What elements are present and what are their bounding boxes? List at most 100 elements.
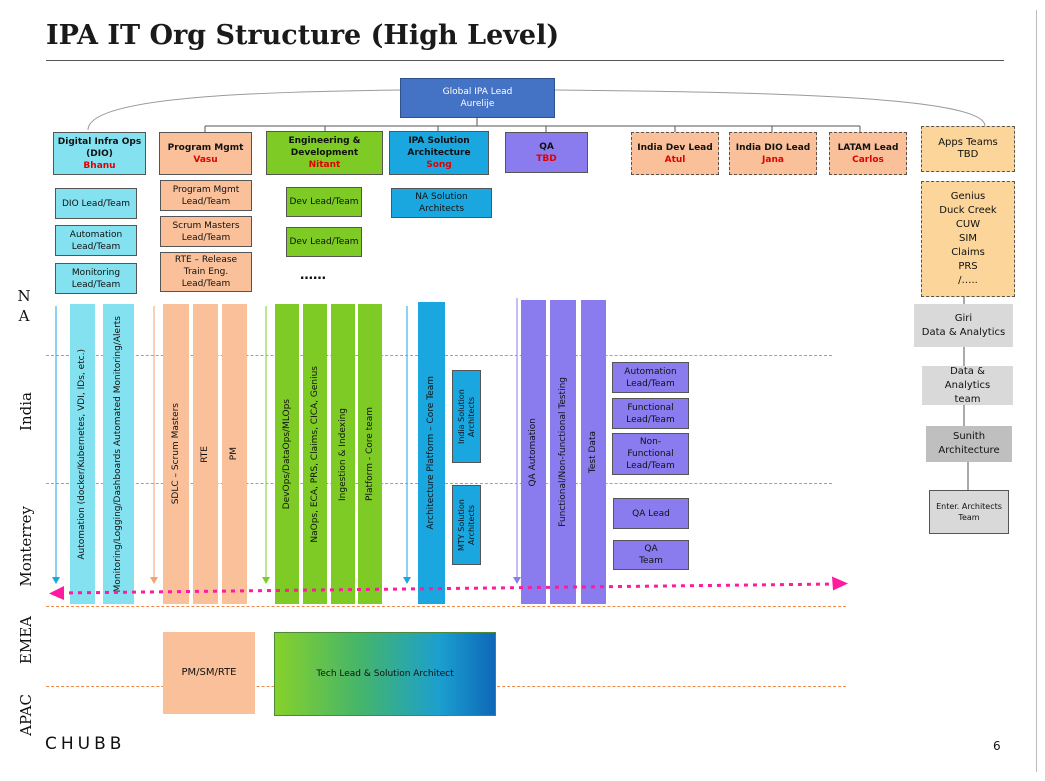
qa-team-box: QA Team <box>613 540 689 570</box>
eng-head-name: Nitant <box>308 160 341 170</box>
pm-sm-rte-box: PM/SM/RTE <box>163 632 255 714</box>
global-ipa-lead-box: Global IPA Lead Aurelije <box>400 78 555 118</box>
apps-item: Genius <box>950 191 986 202</box>
qa-head-label: QA <box>539 141 554 152</box>
region-divider-monterrey <box>46 606 846 607</box>
eng-head-box: Engineering & Development Nitant <box>266 131 383 175</box>
apps-item: PRS <box>958 261 978 272</box>
dev-lead-team-box-1: Dev Lead/Team <box>286 187 362 217</box>
col-dio-monitoring-label: Monitoring/Logging/Dashboards Automated … <box>113 315 123 593</box>
dio-head-name: Bhanu <box>83 160 116 171</box>
giri-name: Giri <box>954 312 973 324</box>
qa-head-name: TBD <box>536 153 557 164</box>
enter-architects-team-box: Enter. Architects Team <box>929 490 1009 534</box>
sol-head-name: Song <box>426 160 452 170</box>
india-dev-head-box: India Dev Lead Atul <box>631 132 719 175</box>
col-sol-architecture-label: Architecture Platform – Core Team <box>426 376 436 530</box>
apps-list-box: Genius Duck Creek CUW SIM Claims PRS /….… <box>921 181 1015 297</box>
na-solution-architects-box: NA Solution Architects <box>391 188 492 218</box>
sunith-architecture-box: Sunith Architecture <box>926 426 1012 462</box>
monitoring-lead-team-box: Monitoring Lead/Team <box>55 263 137 294</box>
col-dio-monitoring: Monitoring/Logging/Dashboards Automated … <box>103 304 134 604</box>
slide-edge <box>1036 10 1037 772</box>
title-rule <box>46 60 1004 61</box>
col-eng-ingestion: Ingestion & Indexing <box>331 304 355 604</box>
scrum-masters-lead-team-box: Scrum Masters Lead/Team <box>160 216 252 247</box>
india-solution-architects-box: India Solution Architects <box>452 370 481 463</box>
india-solution-architects-label: India Solution Architects <box>456 389 476 444</box>
india-dev-head-name: Atul <box>664 154 686 165</box>
program-mgmt-lead-team-box: Program Mgmt Lead/Team <box>160 180 252 211</box>
col-qa-testdata-label: Test Data <box>588 430 598 474</box>
qa-lead-box: QA Lead <box>613 498 689 529</box>
col-eng-platform: Platform - Core team <box>358 304 382 604</box>
col-pm-pm: PM <box>222 304 247 604</box>
rte-lead-team-box: RTE – Release Train Eng. Lead/Team <box>160 252 252 292</box>
col-eng-ingestion-label: Ingestion & Indexing <box>337 407 348 501</box>
pm-head-label: Program Mgmt <box>167 142 244 153</box>
apps-item: /….. <box>958 275 978 286</box>
pm-head-box: Program Mgmt Vasu <box>159 132 252 175</box>
sunith-role: Architecture <box>938 445 1000 456</box>
qa-functional-lead-team-box: Functional Lead/Team <box>612 398 689 429</box>
col-pm-sdlc-label: SDLC – Scrum Masters <box>170 403 181 505</box>
qa-automation-lead-team-box: Automation Lead/Team <box>612 362 689 393</box>
india-dev-head-label: India Dev Lead <box>637 142 713 153</box>
global-ipa-lead-label: Global IPA Lead <box>442 87 513 97</box>
data-analytics-team-box: Data & Analytics team <box>922 366 1013 405</box>
page-title: IPA IT Org Structure (High Level) <box>46 20 560 51</box>
col-eng-devops: DevOps/DataOps/MLOps <box>275 304 299 604</box>
giri-data-analytics-box: Giri Data & Analytics <box>914 304 1013 347</box>
region-span-arrow <box>49 576 848 600</box>
col-sol-architecture: Architecture Platform – Core Team <box>418 302 445 604</box>
global-ipa-lead-name: Aurelije <box>460 99 495 109</box>
qa-head-box: QA TBD <box>505 132 588 173</box>
col-qa-automation: QA Automation <box>521 300 546 604</box>
pm-head-name: Vasu <box>193 154 218 165</box>
page-number: 6 <box>993 739 1001 753</box>
col-qa-automation-label: QA Automation <box>528 417 538 487</box>
eng-more-ellipsis: …… <box>300 268 326 283</box>
region-emea: EMEA <box>17 616 35 665</box>
apps-item: Claims <box>951 247 985 258</box>
col-dio-automation: Automation (docker/Kubernetes, VDI, IDs,… <box>70 304 95 604</box>
apps-item: Duck Creek <box>939 205 997 216</box>
india-dio-head-label: India DIO Lead <box>735 142 811 153</box>
chubb-logo: CHUBB <box>45 734 126 754</box>
mty-solution-architects-label: MTY Solution Architects <box>456 499 476 551</box>
latam-head-box: LATAM Lead Carlos <box>829 132 907 175</box>
apps-head-box: Apps Teams TBD <box>921 126 1015 172</box>
dio-lead-team-box: DIO Lead/Team <box>55 188 137 219</box>
india-dio-head-box: India DIO Lead Jana <box>729 132 817 175</box>
giri-role: Data & Analytics <box>921 326 1006 338</box>
mty-solution-architects-box: MTY Solution Architects <box>452 485 481 565</box>
apps-head-label: Apps Teams <box>938 137 998 148</box>
region-na-line2: A <box>18 307 30 325</box>
eng-head-label: Engineering & Development <box>288 136 361 158</box>
col-pm-rte-label: RTE <box>200 445 210 463</box>
region-monterrey: Monterrey <box>17 506 35 587</box>
col-qa-functional-label: Functional/Non-functional Testing <box>557 377 568 527</box>
col-qa-testdata: Test Data <box>581 300 606 604</box>
col-dio-automation-label: Automation (docker/Kubernetes, VDI, IDs,… <box>77 348 87 560</box>
qa-nonfunctional-lead-team-box: Non-Functional Lead/Team <box>612 433 689 475</box>
col-eng-naops-label: NaOps, ECA, PRS, Claims, CICA, Genius <box>309 365 320 543</box>
col-pm-rte: RTE <box>193 304 218 604</box>
col-pm-pm-label: PM <box>229 447 239 461</box>
col-pm-sdlc: SDLC – Scrum Masters <box>163 304 189 604</box>
apps-item: SIM <box>959 233 977 244</box>
col-eng-platform-label: Platform - Core team <box>364 407 375 501</box>
dio-head-label: Digital Infra Ops (DIO) <box>57 136 142 159</box>
region-apac: APAC <box>17 694 35 736</box>
india-dio-head-name: Jana <box>762 154 784 165</box>
sol-head-box: IPA Solution Architecture Song <box>389 131 489 175</box>
region-india: India <box>17 392 35 431</box>
arc-left <box>87 89 401 131</box>
col-eng-devops-label: DevOps/DataOps/MLOps <box>281 398 292 510</box>
arc-right <box>554 89 986 127</box>
region-na: N A <box>16 286 32 326</box>
region-na-line1: N <box>17 287 31 305</box>
sol-head-label: IPA Solution Architecture <box>407 136 471 158</box>
col-qa-functional: Functional/Non-functional Testing <box>550 300 576 604</box>
